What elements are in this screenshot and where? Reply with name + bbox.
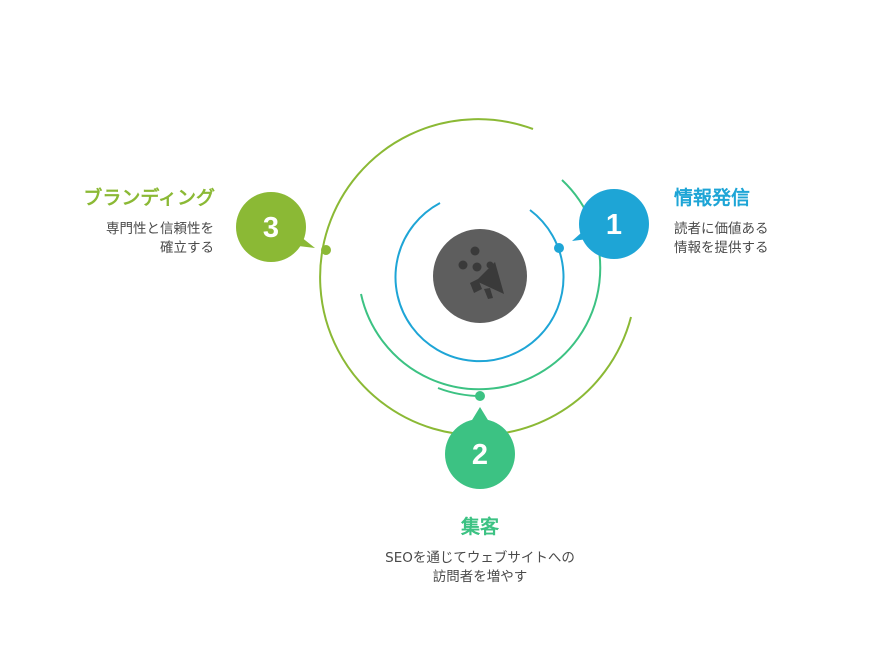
step-title-traffic: 集客 — [460, 516, 499, 538]
step-desc-line: 読者に価値ある — [674, 221, 769, 237]
ring-publishing — [394, 202, 565, 363]
step-desc-traffic: SEOを通じてウェブサイトへの 訪問者を増やす — [330, 549, 630, 587]
step-number-3: 3 — [263, 212, 279, 244]
step-desc-line: 情報を提供する — [674, 240, 769, 256]
step-desc-line: 訪問者を増やす — [432, 569, 528, 585]
megaphone-people-icon — [458, 246, 504, 299]
step-desc-publishing: 読者に価値ある 情報を提供する — [674, 220, 769, 258]
step-title-branding: ブランディング — [83, 187, 215, 209]
ring-dot-branding — [321, 245, 331, 255]
ring-dot-publishing — [554, 243, 564, 253]
step-number-1: 1 — [606, 209, 622, 241]
step-badge-1: 1 — [572, 189, 649, 259]
ring-branding — [319, 118, 632, 437]
step-badge-2: 2 — [445, 407, 515, 489]
center-hub — [433, 229, 527, 323]
step-desc-branding: 専門性と信頼性を 確立する — [106, 220, 214, 258]
step-number-2: 2 — [472, 439, 488, 471]
step-desc-line: 専門性と信頼性を — [106, 221, 214, 237]
step-desc-line: 確立する — [160, 240, 214, 256]
step-desc-line: SEOを通じてウェブサイトへの — [385, 550, 575, 566]
step-title-publishing: 情報発信 — [674, 187, 751, 209]
step-badge-3: 3 — [236, 192, 315, 262]
ring-dot-traffic — [475, 391, 485, 401]
